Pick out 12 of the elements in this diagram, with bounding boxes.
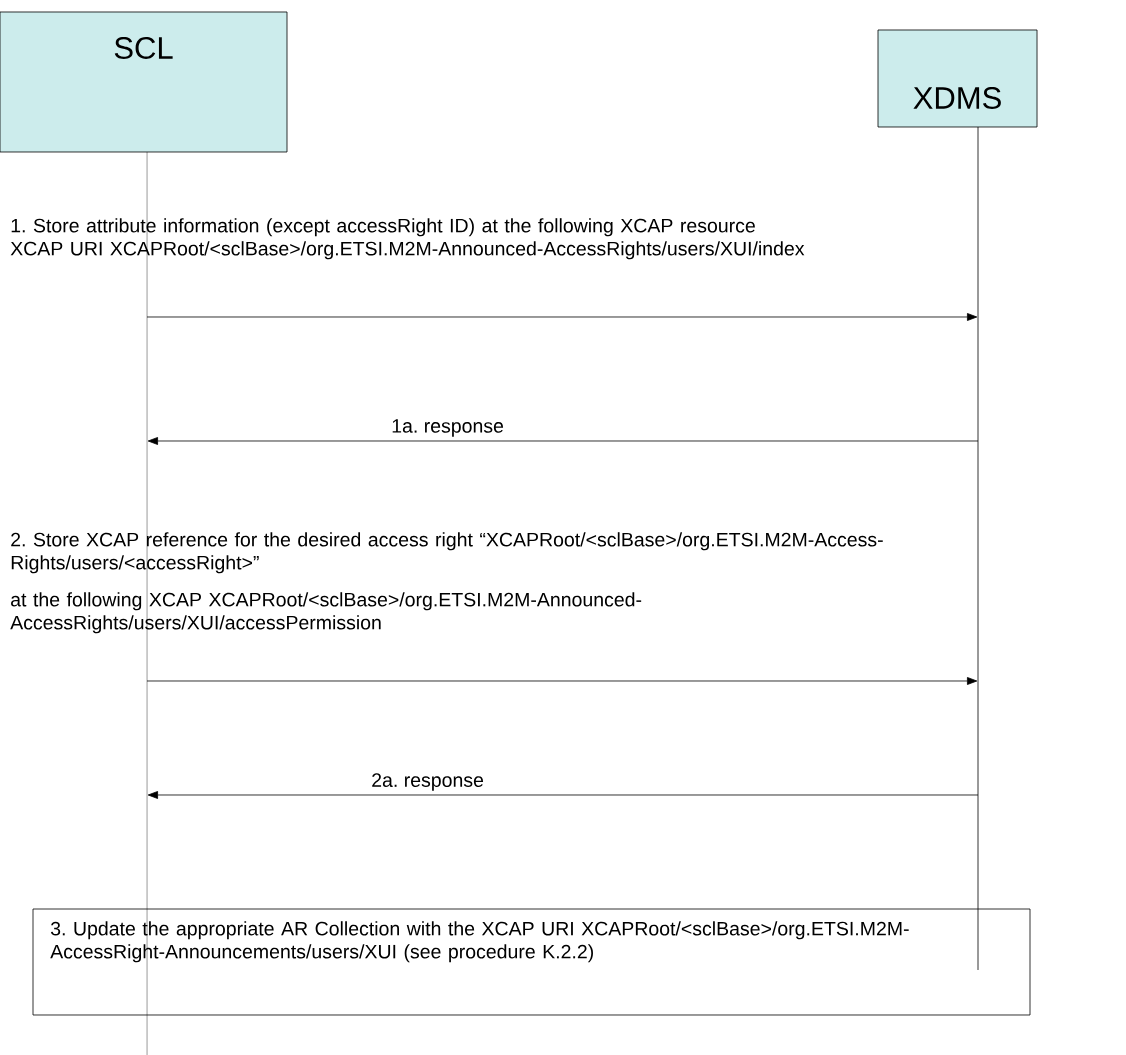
participant-box: XDMS bbox=[877, 29, 1038, 128]
message-arrow bbox=[146, 313, 978, 321]
message-arrow bbox=[147, 791, 979, 799]
note-box: 3. Update the appropriate AR Collection with the XCAP URI XCAPRoot/<sclBase>/org.ETSI.M2M-AccessRight-Announcements/users/XUI (see procedure K.2.2) bbox=[32, 908, 1031, 1016]
message-label: 1a. response bbox=[392, 419, 504, 437]
message-text: 2. Store XCAP reference for the desired access right “XCAPRoot/<sclBase>/org.ETSI.M2M-Access-Rights/users/<accessRight>” bbox=[11, 532, 883, 574]
message-label: 2a. response bbox=[372, 773, 484, 791]
message-label: 1. Store attribute information (except accessRight ID) at the following XCAP resource XCAP URI XCAPRoot/<sclBase>/org.ETSI.M2M-Announced-AccessRights/users/XUI/index bbox=[10, 218, 805, 260]
participant-box: SCL bbox=[0, 11, 288, 153]
message-arrow bbox=[146, 677, 978, 685]
message-label: at the following XCAP XCAPRoot/<sclBase>/org.ETSI.M2M-Announced-AccessRights/users/XUI/accessPermission bbox=[10, 592, 642, 634]
message-arrow bbox=[147, 437, 979, 445]
